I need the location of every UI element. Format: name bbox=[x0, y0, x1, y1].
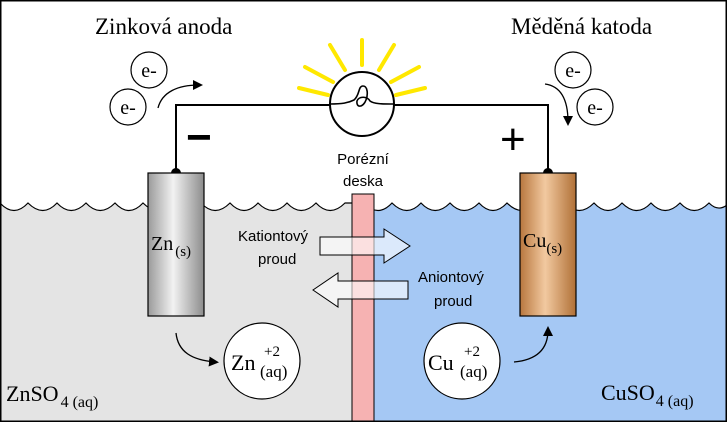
svg-text:e-: e- bbox=[141, 60, 157, 82]
zinc-electrode bbox=[147, 172, 205, 317]
zinc-ion-state: (aq) bbox=[260, 362, 287, 381]
copper-sulfate-label: CuSO4 (aq) bbox=[601, 380, 694, 410]
anion-flow-arrow bbox=[312, 272, 409, 308]
cation-flow-label-line2: proud bbox=[258, 251, 296, 268]
external-wire-right bbox=[394, 104, 549, 172]
copper-electrode bbox=[519, 172, 577, 317]
zinc-electrode-label: Zn(s) bbox=[151, 233, 191, 260]
cation-flow-arrow bbox=[319, 228, 411, 264]
electron-left-upper: e- bbox=[130, 51, 168, 89]
separator-label-line2: deska bbox=[343, 173, 384, 190]
electron-flow-arrow-right bbox=[544, 83, 573, 126]
copper-ion-label: Cu bbox=[428, 350, 454, 375]
copper-ion-arrow bbox=[513, 326, 553, 363]
zinc-ion-label: Zn bbox=[231, 350, 255, 375]
svg-text:e-: e- bbox=[565, 60, 581, 82]
light-bulb-icon bbox=[297, 38, 427, 137]
cathode-title: Měděná katoda bbox=[511, 14, 652, 39]
separator-label-line1: Porézní bbox=[337, 151, 390, 168]
copper-electrode-label: Cu(s) bbox=[523, 230, 562, 257]
electron-right-upper: e- bbox=[554, 51, 592, 89]
svg-text:e-: e- bbox=[587, 97, 603, 119]
electron-left-lower: e- bbox=[109, 88, 147, 126]
zinc-ion-arrow bbox=[175, 332, 219, 367]
electron-flow-arrow-left bbox=[157, 80, 203, 109]
zinc-ion-charge: +2 bbox=[264, 344, 280, 360]
porous-separator bbox=[351, 193, 375, 422]
anion-flow-label-line2: proud bbox=[434, 293, 472, 310]
anode-sign: − bbox=[186, 113, 212, 162]
svg-text:e-: e- bbox=[120, 97, 136, 119]
cation-flow-label-line1: Kationtový bbox=[238, 228, 309, 245]
anion-flow-label-line1: Aniontový bbox=[418, 269, 484, 286]
copper-ion-charge: +2 bbox=[464, 344, 480, 360]
electron-right-lower: e- bbox=[576, 88, 614, 126]
cathode-sign: + bbox=[500, 115, 526, 164]
copper-ion-state: (aq) bbox=[460, 362, 487, 381]
external-wire bbox=[175, 104, 330, 172]
copper-ion bbox=[423, 322, 501, 400]
zinc-ion bbox=[223, 322, 301, 400]
anode-title: Zinková anoda bbox=[95, 14, 232, 39]
